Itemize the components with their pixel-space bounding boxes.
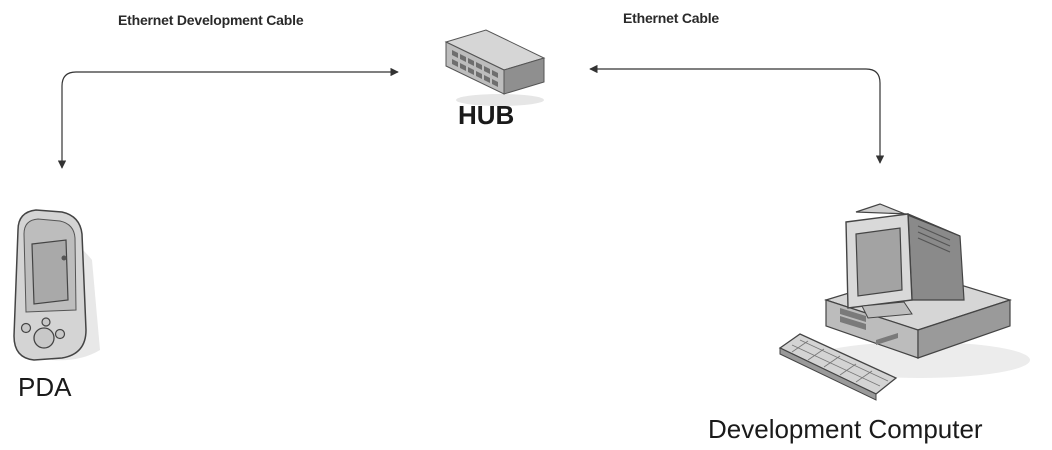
pda-device-icon	[13, 209, 100, 361]
network-hub-icon	[444, 29, 546, 106]
ethernet-cable-connector	[589, 64, 885, 164]
development-computer-label: Development Computer	[708, 414, 983, 444]
ethernet-development-cable-connector	[57, 67, 399, 169]
pda-label: PDA	[18, 372, 72, 402]
hub-label: HUB	[458, 100, 515, 130]
ethernet-development-cable-label: Ethernet Development Cable	[118, 12, 304, 28]
ethernet-cable-label: Ethernet Cable	[623, 10, 719, 26]
desktop-computer-icon	[778, 203, 1030, 401]
